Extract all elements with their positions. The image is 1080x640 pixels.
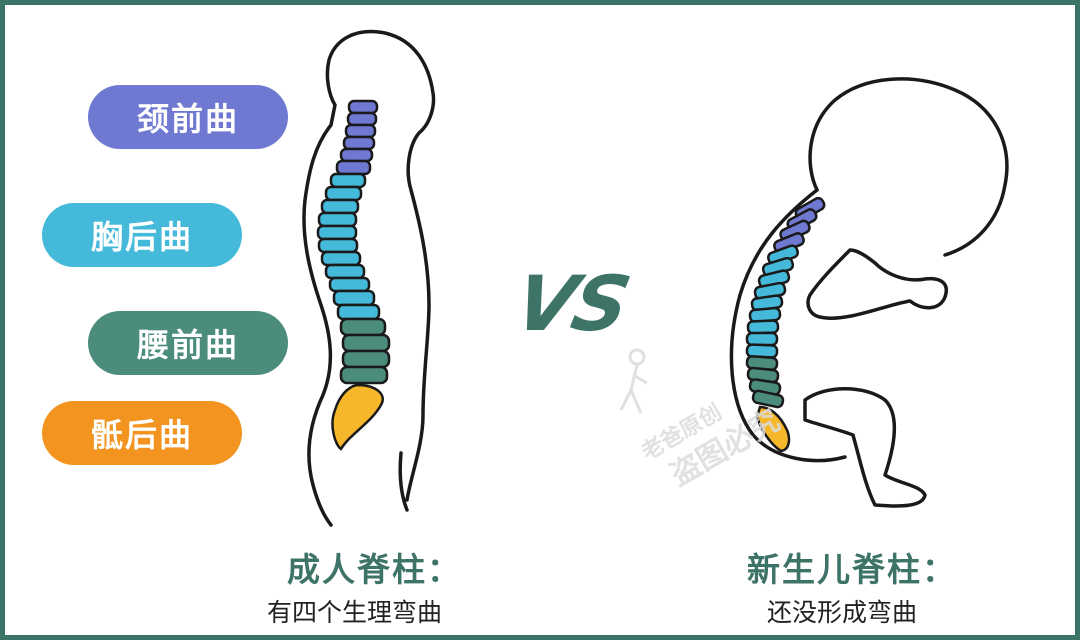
baby-spine (745, 196, 826, 453)
vs-label: VS (507, 259, 637, 348)
label-thoracic-curve: 胸后曲 (42, 203, 242, 267)
adult-spine-title: 成人脊柱： (287, 550, 462, 589)
newborn-spine-title: 新生儿脊柱： (747, 550, 957, 589)
watermark-figure-icon (619, 348, 648, 414)
baby-arm-outline (806, 248, 948, 320)
adult-body-outline (302, 29, 436, 527)
adult-spine (316, 99, 391, 451)
label-sacral-curve: 骶后曲 (42, 401, 242, 465)
baby-back-outline (729, 188, 847, 463)
adult-spine-subtitle: 有四个生理弯曲 (267, 598, 443, 627)
label-cervical-curve: 颈前曲 (88, 85, 288, 149)
baby-leg-outline (803, 387, 927, 508)
label-lumbar-curve: 腰前曲 (88, 311, 288, 375)
baby-body-outline (808, 77, 1009, 257)
newborn-spine-subtitle: 还没形成弯曲 (767, 598, 918, 627)
illustration (302, 29, 1009, 527)
adult-body-inner-line (398, 451, 409, 512)
